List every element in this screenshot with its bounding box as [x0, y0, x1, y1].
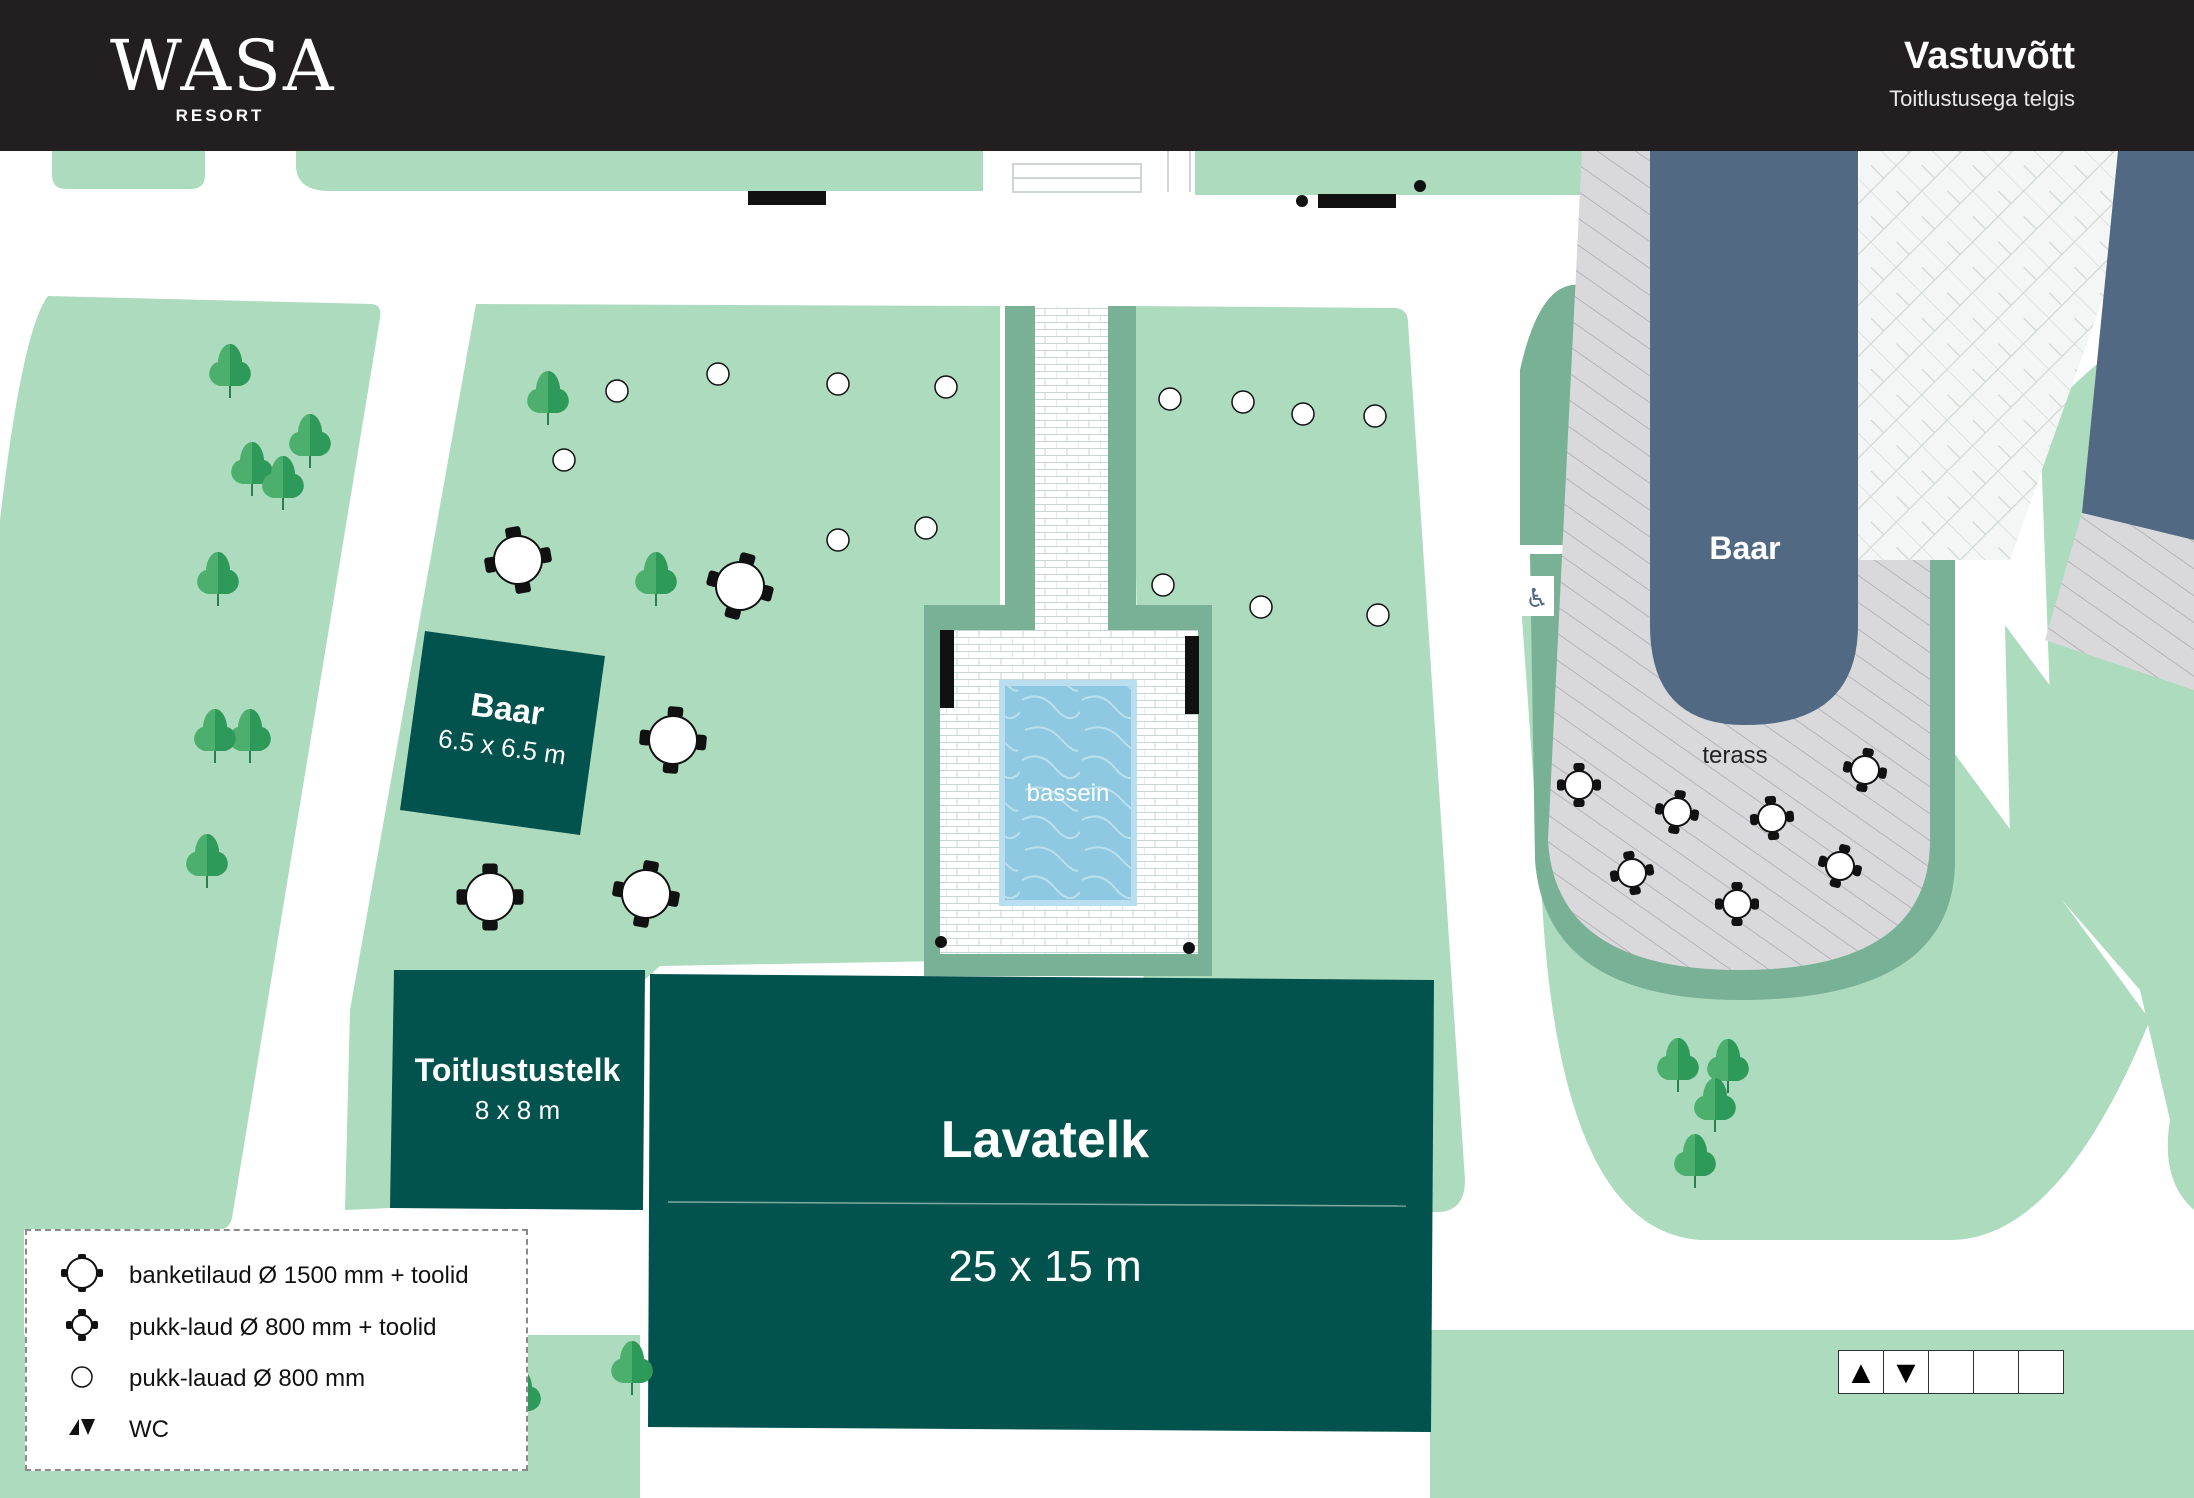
herringbone-paving: [1840, 151, 2155, 560]
page-subtitle: Toitlustusega telgis: [1889, 86, 2075, 111]
tree-icon: [1657, 1038, 1699, 1092]
lawn-left: [0, 296, 381, 1380]
building-east: [2082, 151, 2194, 540]
legend-label-trestle: pukk-lauad Ø 800 mm: [129, 1365, 366, 1392]
header-bar: WASA RESORT Vastuvõtt Toitlustusega telg…: [0, 0, 2194, 151]
tree-icon: [1674, 1134, 1716, 1188]
catering-tent-title: Toitlustustelk: [414, 1052, 621, 1088]
trestle-table: [1249, 595, 1273, 619]
map-legend: banketilaud Ø 1500 mm + toolid pukk-laud…: [25, 1229, 528, 1471]
wc-cell: [1928, 1350, 1974, 1394]
brand-logo[interactable]: WASA RESORT: [110, 25, 336, 126]
table-with-chairs: [484, 526, 552, 594]
table-with-chairs: [1817, 843, 1863, 889]
table-with-chairs: [456, 863, 524, 931]
tree-icon: [527, 371, 569, 425]
legend-label-wc: WC: [129, 1416, 169, 1443]
trestle-table: [552, 448, 576, 472]
table-with-chairs: [1715, 882, 1759, 926]
logo-subtext: RESORT: [175, 106, 265, 125]
trestle-table: [914, 516, 938, 540]
trestle-table: [1151, 573, 1175, 597]
trestle-table: [934, 375, 958, 399]
tree-icon: [231, 442, 273, 496]
page-title: Vastuvõtt: [1903, 35, 2075, 77]
tree-icon: [635, 552, 677, 606]
tree-icon: [186, 834, 228, 888]
legend-row-trestle: pukk-lauad Ø 800 mm: [27, 1356, 526, 1396]
trestle-table: [605, 379, 629, 403]
lawn-bottom-right: [1430, 1330, 2194, 1498]
wc-cell: ▲: [1838, 1350, 1884, 1394]
tree-icon: [262, 456, 304, 510]
stage-tent-size: 25 x 15 m: [948, 1242, 1142, 1291]
trestle-table: [1363, 404, 1387, 428]
wc-cell: [1973, 1350, 2019, 1394]
lawn-right-border: [1520, 284, 1580, 545]
trestle-table: [1366, 603, 1390, 627]
tree-icon: [194, 709, 236, 763]
legend-row-trestle-chairs: pukk-laud Ø 800 mm + toolid: [27, 1305, 526, 1345]
catering-tent: [390, 970, 645, 1210]
tree-icon: [1694, 1078, 1736, 1132]
legend-label-trestle-chairs: pukk-laud Ø 800 mm + toolid: [129, 1314, 437, 1341]
table-with-chairs: [1842, 747, 1888, 793]
table-with-chairs: [1557, 763, 1601, 807]
catering-tent-label: Toitlustustelk 8 x 8 m: [395, 1052, 640, 1126]
catering-tent-size: 8 x 8 m: [474, 1095, 561, 1125]
wc-cell: ▼: [1883, 1350, 1929, 1394]
tree-icon: [209, 344, 251, 398]
legend-row-banquet: banketilaud Ø 1500 mm + toolid: [27, 1253, 526, 1293]
building-bar-label: Baar: [1709, 530, 1781, 566]
lawn-top-right: [1195, 151, 1585, 195]
tree-icon: [289, 414, 331, 468]
tree-icon: [229, 709, 271, 763]
table-with-chairs: [1654, 789, 1700, 835]
table-with-chairs: [1749, 795, 1795, 841]
terrace-label: terass: [1702, 742, 1768, 769]
table-with-chairs: [639, 706, 707, 774]
trestle-table: [826, 528, 850, 552]
building-baar: [1650, 151, 1858, 725]
pool-label: bassein: [1026, 780, 1110, 807]
tree-icon: [197, 552, 239, 606]
wheelchair-icon: [1520, 576, 1554, 616]
trestle-table: [1291, 402, 1315, 426]
lawn-top-left: [52, 151, 205, 189]
trees: [186, 344, 1749, 1423]
swimming-pool: [999, 680, 1137, 906]
page-title-block: Vastuvõtt Toitlustusega telgis: [1889, 34, 2075, 112]
trestle-table-chairs-icon: [66, 1309, 98, 1341]
stage-tent: [648, 974, 1434, 1432]
legend-label-banquet: banketilaud Ø 1500 mm + toolid: [129, 1262, 469, 1289]
banquet-table-icon: [61, 1254, 103, 1292]
wc-cabins: ▲ ▼: [1838, 1350, 2064, 1396]
svg-text:♿: ♿: [1525, 584, 1548, 614]
wc-cell: [2018, 1350, 2064, 1394]
trestle-table: [706, 362, 730, 386]
lawn-far-right: [2005, 625, 2194, 1210]
trestle-table-icon: [71, 1366, 93, 1388]
tree-icon: [611, 1341, 653, 1395]
table-with-chairs: [612, 860, 680, 928]
table-with-chairs: [1609, 850, 1655, 896]
stage-tent-title: Lavatelk: [940, 1111, 1150, 1169]
trestle-table: [1158, 387, 1182, 411]
tables: [456, 362, 1888, 931]
tree-icon: [1707, 1039, 1749, 1093]
wc-icon: [69, 1419, 95, 1435]
table-with-chairs: [706, 552, 774, 620]
bar-tent: [400, 631, 605, 835]
trestle-table: [1231, 390, 1255, 414]
trestle-table: [826, 372, 850, 396]
legend-row-wc: WC: [27, 1407, 526, 1447]
lawn-top-middle: [296, 151, 983, 191]
logo-wordmark: WASA: [110, 25, 336, 107]
